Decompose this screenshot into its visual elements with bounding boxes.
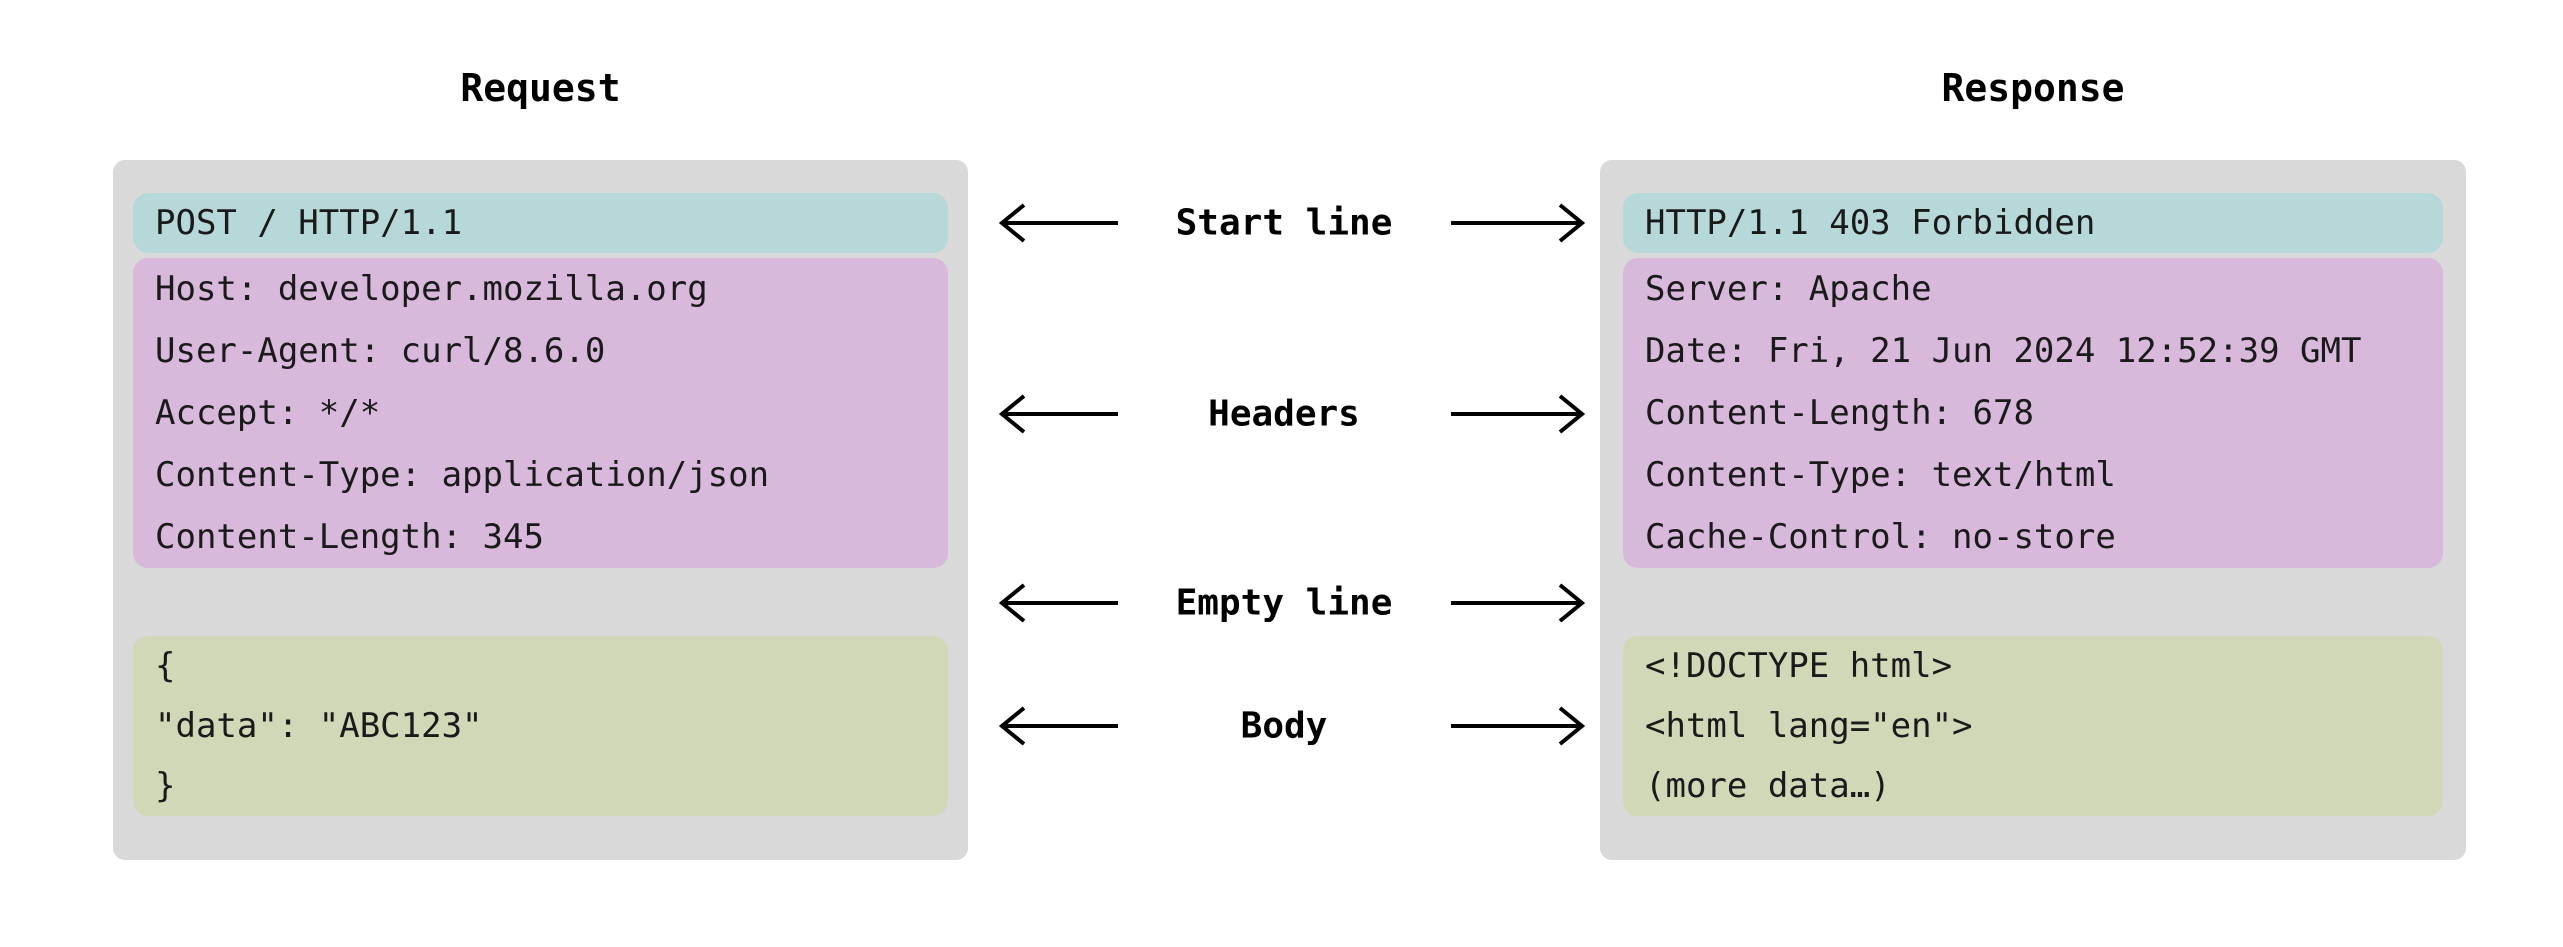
request-header-line: Accept: */* (155, 393, 381, 433)
arrow-left-icon (998, 583, 1118, 623)
request-header-line: Content-Type: application/json (155, 455, 770, 495)
response-body-box: <!DOCTYPE html> <html lang="en"> (more d… (1623, 636, 2443, 816)
request-start-line-text: POST / HTTP/1.1 (155, 203, 463, 243)
request-body-line: "data": "ABC123" (155, 706, 483, 746)
annotation-label-empty-line: Empty line (1175, 582, 1393, 624)
request-body-box: { "data": "ABC123" } (133, 636, 948, 816)
request-title: Request (460, 66, 621, 110)
annotation-start-line: Start line (968, 190, 1600, 256)
request-header-line: Host: developer.mozilla.org (155, 269, 708, 309)
annotation-empty-line: Empty line (968, 570, 1600, 636)
annotation-headers: Headers (968, 381, 1600, 447)
request-header-line: Content-Length: 345 (155, 517, 544, 557)
arrow-right-icon (1451, 706, 1586, 746)
request-panel: POST / HTTP/1.1 Host: developer.mozilla.… (113, 160, 968, 860)
annotation-body: Body (968, 693, 1600, 759)
arrow-left-icon (998, 203, 1118, 243)
annotation-label-start-line: Start line (1175, 202, 1393, 244)
response-header-line: Content-Type: text/html (1645, 455, 2116, 495)
arrow-right-icon (1451, 583, 1586, 623)
response-body-line: <html lang="en"> (1645, 706, 1973, 746)
annotation-label-body: Body (1240, 705, 1328, 747)
request-body-line: { (155, 646, 176, 686)
request-headers-box: Host: developer.mozilla.org User-Agent: … (133, 258, 948, 568)
response-start-line-box: HTTP/1.1 403 Forbidden (1623, 193, 2443, 253)
arrow-right-icon (1451, 394, 1586, 434)
response-header-line: Server: Apache (1645, 269, 1932, 309)
arrow-left-icon (998, 394, 1118, 434)
response-headers-box: Server: Apache Date: Fri, 21 Jun 2024 12… (1623, 258, 2443, 568)
response-body-line: (more data…) (1645, 766, 1891, 806)
arrow-left-icon (998, 706, 1118, 746)
annotations-column: Start line Headers Empty line (968, 160, 1600, 860)
request-body-line: } (155, 766, 176, 806)
request-header-line: User-Agent: curl/8.6.0 (155, 331, 606, 371)
response-title: Response (1941, 66, 2125, 110)
request-start-line-box: POST / HTTP/1.1 (133, 193, 948, 253)
response-header-line: Date: Fri, 21 Jun 2024 12:52:39 GMT (1645, 331, 2362, 371)
response-start-line-text: HTTP/1.1 403 Forbidden (1645, 203, 2096, 243)
arrow-right-icon (1451, 203, 1586, 243)
response-header-line: Cache-Control: no-store (1645, 517, 2116, 557)
response-header-line: Content-Length: 678 (1645, 393, 2034, 433)
response-body-line: <!DOCTYPE html> (1645, 646, 1953, 686)
response-panel: HTTP/1.1 403 Forbidden Server: Apache Da… (1600, 160, 2466, 860)
annotation-label-headers: Headers (1208, 393, 1360, 435)
